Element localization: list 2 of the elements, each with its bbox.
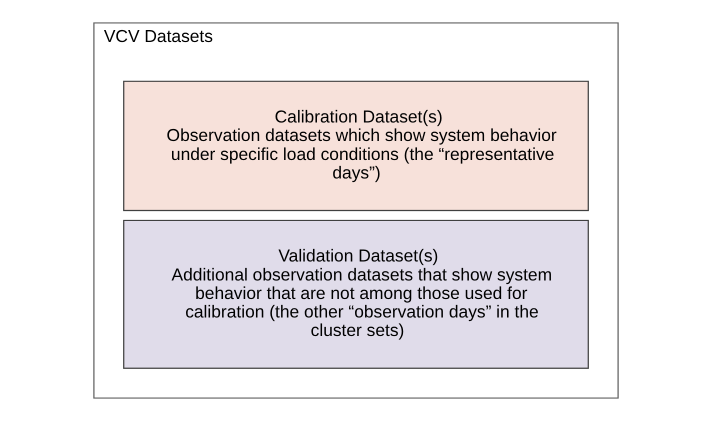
node-box: Validation Dataset(s) Additional observation datasets that show system behavior that are not among those used for calibration (the other “observation days” in the cluster sets) bbox=[123, 220, 589, 369]
node-box: Calibration Dataset(s) Observation datasets which show system behavior under specific load conditions (the “representative days”) bbox=[123, 80, 589, 212]
